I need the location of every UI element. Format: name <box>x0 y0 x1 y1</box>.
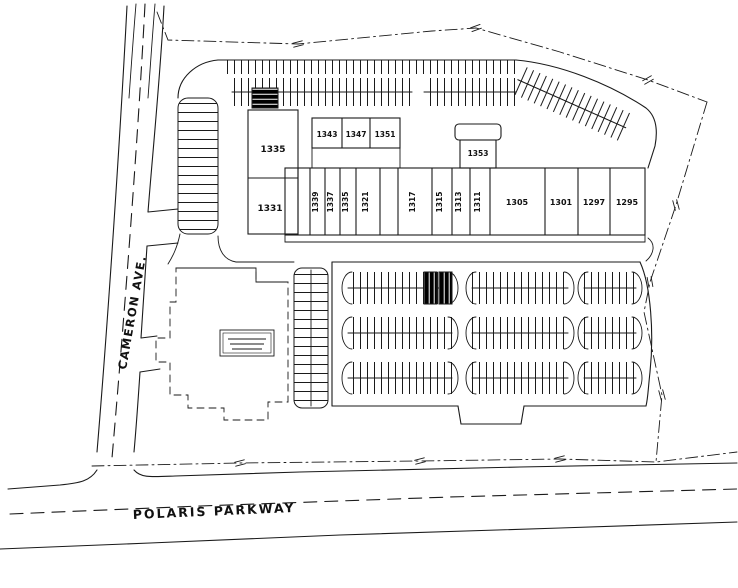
unit-label: 1321 <box>361 192 370 213</box>
boundary-north <box>156 11 708 103</box>
drive-aisle-curb <box>217 235 295 263</box>
outparcel-outline <box>155 267 289 421</box>
polaris-north-curb <box>7 469 98 490</box>
filled-stall-block <box>438 271 453 305</box>
cameron-east-curb <box>140 245 148 339</box>
unit-label: 1295 <box>616 198 639 207</box>
lot-entry-curve <box>177 59 219 99</box>
street-label-polaris: POLARIS PARKWAY <box>132 500 295 522</box>
cameron-west-curb <box>96 5 128 453</box>
building-label-box <box>219 329 275 357</box>
cameron-centerline <box>111 3 146 459</box>
unit-label: 1337 <box>326 192 335 213</box>
boundary-south <box>91 451 738 467</box>
angled-parking-row <box>511 66 632 142</box>
cameron-lane-line <box>147 3 156 99</box>
building-east-curb <box>645 237 654 262</box>
field-east-curb <box>639 261 653 407</box>
cameron-east-curb <box>133 371 141 453</box>
unit-label: 1339 <box>311 192 320 213</box>
property-boundary <box>91 11 738 467</box>
entry-parking-ladder <box>177 97 219 235</box>
north-parking-lot <box>167 59 657 265</box>
unit-label: 1297 <box>583 198 605 207</box>
parking-row-ticks <box>222 60 516 74</box>
cameron-lane-line <box>128 3 137 99</box>
unit-label: 1305 <box>506 198 529 207</box>
field-south-curb <box>331 405 647 425</box>
polaris-centerline <box>9 488 738 515</box>
parking-row <box>341 316 643 350</box>
building-upper-row <box>311 117 401 149</box>
parking-row-centerline <box>517 79 627 129</box>
unit-label: 1315 <box>435 192 444 213</box>
parking-row-ticks <box>424 78 516 106</box>
polaris-north-curb <box>133 462 738 478</box>
polaris-south-curb <box>0 521 738 550</box>
unit-label-left-upper: 1335 <box>260 145 285 155</box>
unit-label: 1313 <box>454 192 463 213</box>
unit-label: 1343 <box>317 130 338 139</box>
filled-stall-block <box>251 87 279 109</box>
boundary-east <box>643 101 708 463</box>
polaris-parkway-road: POLARIS PARKWAY <box>0 462 738 550</box>
cameron-east-curb <box>147 5 165 213</box>
retail-building: 1335 1331 1343 1347 1351 1353 1339 1337 … <box>247 109 654 262</box>
unit-label: 1317 <box>408 192 417 213</box>
unit-label: 1351 <box>375 130 396 139</box>
cameron-ave-road: CAMERON AVE. <box>96 3 179 459</box>
parking-row <box>341 271 643 305</box>
lot-northeast-curb <box>515 59 657 169</box>
unit-label: 1301 <box>550 198 573 207</box>
unit-label: 1311 <box>473 192 482 213</box>
parking-row <box>341 361 643 395</box>
site-driveways <box>139 208 179 373</box>
south-parking-field <box>293 261 653 425</box>
unit-dividers <box>297 167 611 236</box>
boundary-tick-marks <box>234 23 680 467</box>
unit-label-left-lower: 1331 <box>257 204 282 214</box>
tower-body <box>459 139 497 169</box>
unit-label: 1335 <box>341 192 350 213</box>
drive-aisle-curb <box>167 233 181 265</box>
street-label-cameron: CAMERON AVE. <box>115 254 149 371</box>
unit-label-tower: 1353 <box>468 149 489 158</box>
tower-cap <box>454 123 502 141</box>
building-left-block <box>247 109 299 235</box>
filled-stall-block <box>423 271 438 305</box>
outparcel-building <box>155 267 289 421</box>
unit-label: 1347 <box>346 130 367 139</box>
outparcel-solid-edge <box>175 267 289 283</box>
